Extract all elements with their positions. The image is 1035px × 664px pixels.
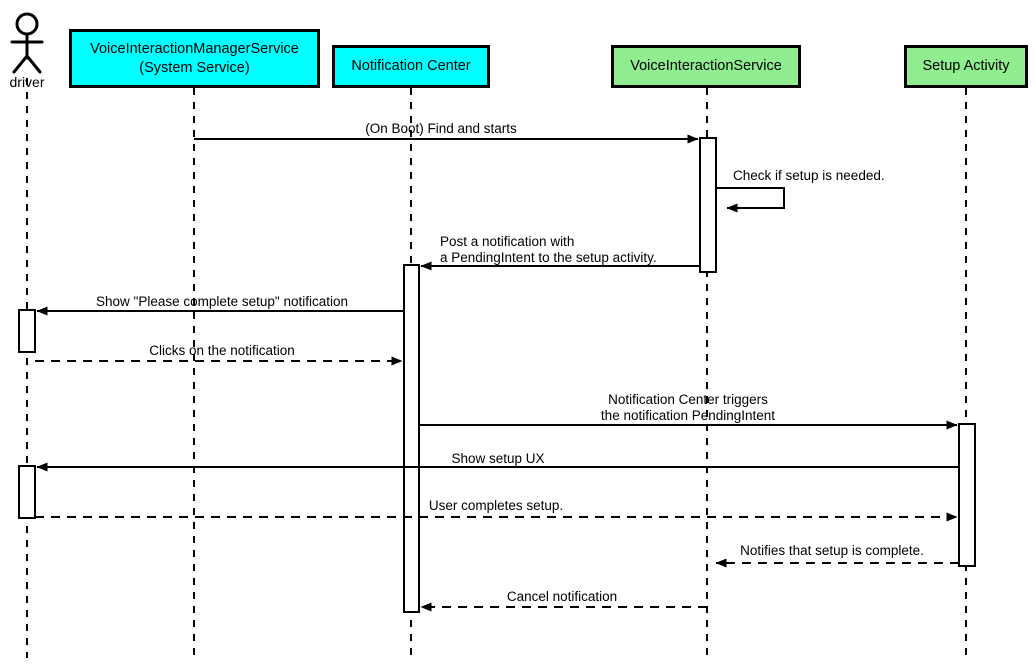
message-label-m3: Post a notification with a PendingIntent… [440, 234, 657, 266]
participant-box-vis[interactable]: VoiceInteractionService [611, 45, 801, 88]
participant-box-vims[interactable]: VoiceInteractionManagerService (System S… [69, 29, 320, 88]
message-label-m4: Show "Please complete setup" notificatio… [96, 294, 348, 309]
message-label-m6: Notification Center triggers the notific… [600, 392, 776, 424]
activation-bar-driver [18, 309, 36, 353]
message-m2[interactable] [716, 187, 785, 213]
message-label-m7: Show setup UX [451, 451, 545, 466]
activation-bars-layer [18, 137, 976, 613]
message-label-m10: Cancel notification [506, 589, 618, 604]
activation-bar-notification_center [403, 264, 420, 613]
participant-box-setup_activity[interactable]: Setup Activity [904, 45, 1028, 88]
activation-bar-setup_activity [958, 423, 976, 567]
lifelines-layer [26, 78, 967, 658]
message-label-m5: Clicks on the notification [149, 343, 295, 358]
message-label-m1: (On Boot) Find and starts [365, 121, 517, 136]
message-arrows-layer [35, 134, 959, 612]
actor-label-driver: driver [9, 74, 45, 90]
actor-figure-layer [10, 12, 44, 74]
activation-bar-driver [18, 465, 36, 519]
message-label-m2: Check if setup is needed. [733, 168, 885, 183]
actor-figure-driver [10, 12, 44, 74]
message-label-m8: User completes setup. [428, 498, 564, 513]
participant-box-notification_center[interactable]: Notification Center [332, 45, 490, 88]
message-label-m9: Notifies that setup is complete. [740, 543, 924, 558]
activation-bar-vis [699, 137, 717, 273]
